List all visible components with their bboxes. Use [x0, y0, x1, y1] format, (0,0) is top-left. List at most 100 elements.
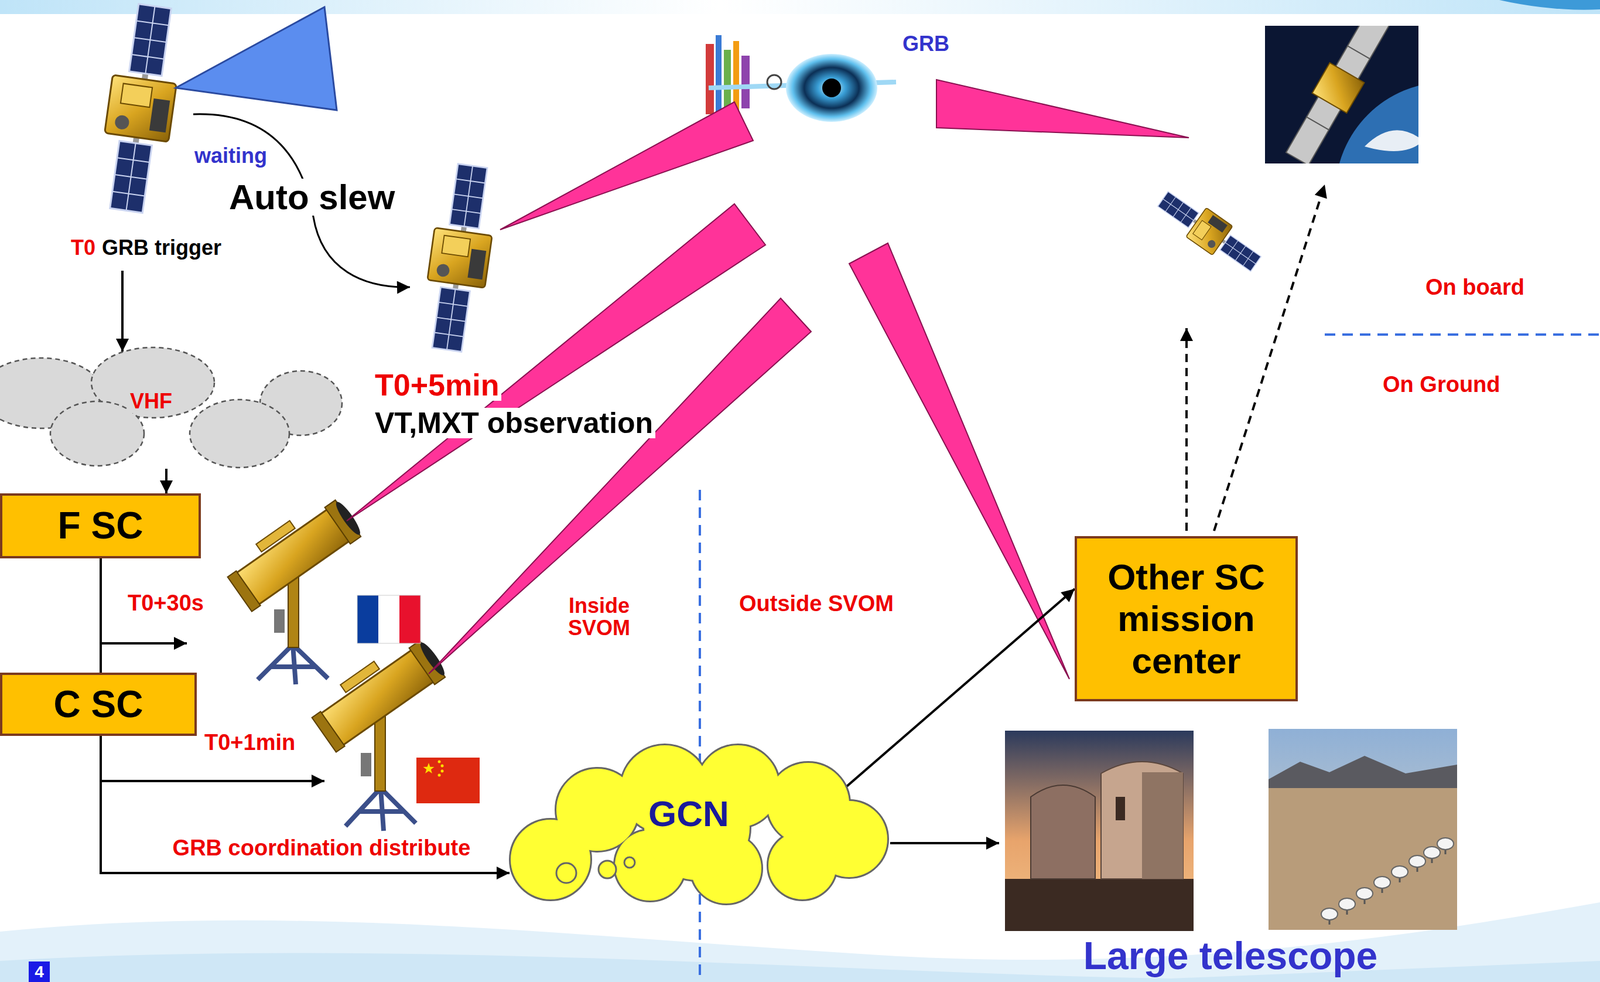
cloud-bubble — [624, 856, 635, 868]
connector-arrow — [165, 468, 168, 494]
flow-arrow — [193, 114, 410, 287]
telescope — [360, 752, 372, 776]
region-label: On board — [1423, 275, 1527, 300]
photo-vlt — [1030, 784, 1096, 879]
chinese-flag — [438, 760, 441, 764]
time-label: T0+1min — [202, 730, 298, 755]
photo-array — [1268, 728, 1458, 930]
satellite — [1152, 184, 1266, 279]
top-swoosh — [1499, 0, 1600, 10]
telescope — [274, 609, 285, 633]
process-box: C SC — [0, 672, 197, 736]
shape-label: GCN — [648, 793, 730, 834]
photo-vlt — [1004, 730, 1194, 931]
flow-arrow — [121, 270, 124, 352]
flow-arrow — [1185, 327, 1188, 531]
satellite-photo — [1364, 130, 1419, 152]
grb-image — [822, 78, 841, 98]
telescope — [221, 489, 365, 685]
cloud-outline — [0, 342, 352, 469]
satellite-photo — [1306, 45, 1370, 130]
photo-array — [1409, 855, 1426, 872]
cloud-edge — [768, 831, 837, 899]
trigger-beam — [175, 7, 337, 111]
grb-image — [705, 43, 714, 115]
grb-image — [785, 53, 878, 122]
chinese-flag — [438, 773, 441, 777]
cloud-fill — [510, 744, 888, 904]
photo-vlt — [1142, 771, 1184, 879]
region-label: Outside SVOM — [736, 592, 897, 616]
french-flag — [399, 595, 421, 644]
instrument-label: VT,MXT observation — [372, 407, 656, 439]
flow-arrow — [1214, 184, 1325, 531]
event-label: GRB trigger — [99, 236, 224, 259]
flow-arrow — [100, 779, 325, 782]
region-divider — [698, 489, 702, 982]
light-beam — [500, 101, 754, 230]
photo-array — [1268, 787, 1458, 930]
connector-arrow — [100, 735, 510, 873]
box-label: F SC — [57, 504, 144, 546]
box-label: C SC — [53, 683, 144, 725]
edge-label: GRB coordination distribute — [170, 836, 474, 860]
chinese-flag — [423, 762, 435, 774]
satellite-photo — [1280, 25, 1397, 164]
photo-vlt — [1115, 796, 1126, 820]
telescope — [374, 711, 386, 791]
satellite — [94, 1, 187, 215]
satellite-photo — [1265, 7, 1558, 305]
photo-array — [1437, 837, 1454, 854]
cloud-edge — [510, 744, 888, 904]
photo-array — [1423, 846, 1441, 863]
satellite-photo — [1280, 25, 1419, 164]
photo-array — [1268, 755, 1458, 788]
chinese-flag — [416, 757, 480, 803]
connector-arrow — [890, 841, 1000, 844]
cloud-fill — [768, 831, 837, 899]
action-label: Auto slew — [226, 178, 398, 216]
chinese-flag — [440, 764, 444, 768]
flow-arrow — [100, 114, 1325, 781]
light-beam — [346, 203, 766, 521]
top-band — [0, 0, 1600, 15]
light-beam — [346, 79, 1189, 679]
telescope — [345, 787, 416, 831]
photo-array — [1391, 865, 1408, 882]
light-beam — [936, 79, 1189, 138]
cloud-bubble — [598, 860, 617, 878]
vhf-cloud: VHF — [0, 342, 352, 469]
french-flag — [357, 595, 421, 644]
region-divider — [1324, 333, 1600, 336]
region-label: Inside SVOM — [565, 594, 633, 639]
cloud-puff — [189, 399, 290, 468]
photo-array — [1356, 887, 1373, 904]
region-label: On Ground — [1380, 373, 1503, 397]
photo-array — [1338, 897, 1356, 915]
time-label: T0+30s — [125, 591, 207, 615]
time-label: T0+5min — [372, 368, 502, 402]
satellite-photo — [1312, 62, 1365, 114]
photo-array — [1373, 876, 1391, 893]
chinese-flag — [416, 757, 480, 803]
process-box: Other SC mission center — [1074, 535, 1298, 702]
photo-vlt — [1004, 878, 1194, 931]
grb-image — [741, 55, 750, 109]
photo-array — [1321, 907, 1338, 925]
region-divider — [699, 334, 1600, 982]
shape-label: Large telescope — [1083, 934, 1379, 977]
chinese-flag — [440, 769, 444, 773]
cloud-bubble — [556, 862, 577, 883]
photo-vlt — [1101, 761, 1184, 879]
french-flag — [357, 595, 421, 644]
cloud-fill — [644, 774, 750, 880]
satellite — [418, 161, 502, 354]
page-number: 4 — [28, 961, 50, 982]
state-label: waiting — [192, 144, 270, 167]
flow-arrow — [100, 641, 187, 645]
telescope — [305, 630, 449, 754]
telescope — [221, 489, 365, 613]
satellite-photo — [1286, 25, 1391, 164]
telescope — [257, 644, 328, 685]
connector-arrow — [99, 558, 102, 673]
